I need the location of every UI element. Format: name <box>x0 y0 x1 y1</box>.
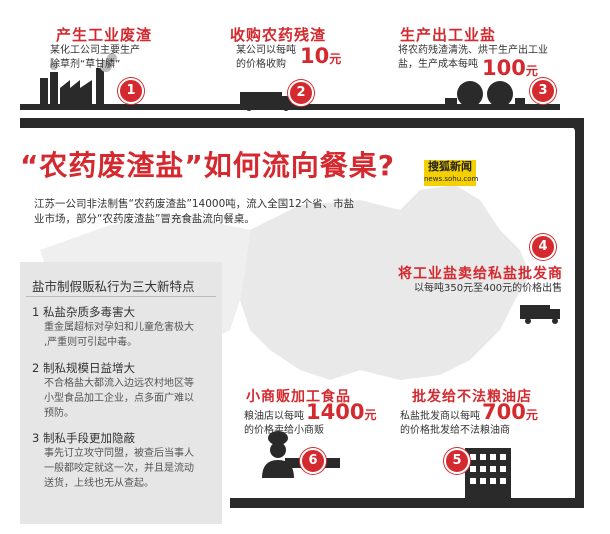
building-icon <box>465 448 511 498</box>
step1-desc-line1: 某化工公司主要生产 <box>50 45 140 56</box>
step5-desc: 私盐批发商以每吨 的价格批发给不法粮油商 <box>400 410 510 438</box>
factory-icon <box>40 68 104 106</box>
step1-title: 产生工业废渣 <box>56 26 153 44</box>
headline: “农药废渣盐”如何流向餐桌? <box>20 149 396 182</box>
sohu-logo-url: news.sohu.com <box>424 175 479 183</box>
step6-desc-line2: 的价格卖给小商贩 <box>244 425 324 436</box>
china-map-shape <box>240 185 530 380</box>
truck-icon <box>240 92 292 111</box>
step3-price-value: 100 <box>482 56 526 80</box>
tank-icon <box>445 81 525 108</box>
step2-price-value: 10 <box>300 44 330 68</box>
sidebar-item-1-line2: ,严重则可引起中毒。 <box>44 337 138 348</box>
sidebar-item-2-line3: 预防。 <box>44 408 74 419</box>
step3-desc-line2: 盐，生产成本每吨 <box>398 59 478 70</box>
step5-title: 批发给不法粮油店 <box>412 389 532 405</box>
sohu-logo: 搜狐新闻 news.sohu.com <box>424 160 479 186</box>
sidebar-item-2-text: 不合格盐大都流入边远农村地区等 小型食品加工企业，点多面广难以 预防。 <box>32 376 194 421</box>
step4-desc: 以每吨350元至400元的价格出售 <box>414 283 563 294</box>
step3-price: 100元 <box>482 56 538 80</box>
step3-price-unit: 元 <box>525 64 538 78</box>
step5-price-unit: 元 <box>525 408 538 422</box>
sidebar-item-2-line2: 小型食品加工企业，点多面广难以 <box>44 393 194 404</box>
step1-badge: 1 <box>118 78 144 104</box>
pipe-corner-top-right <box>570 118 584 132</box>
step6-title: 小商贩加工食品 <box>246 389 351 405</box>
sidebar-item-3-line2: 一般都咬定就这一次，并且是流动 <box>44 463 194 474</box>
sidebar-item-3-line1: 事先订立攻守同盟，被查后当事人 <box>44 448 194 459</box>
sohu-logo-name: 搜狐新闻 <box>428 160 472 173</box>
sidebar-item-3: 3 制私手段更加隐蔽 事先订立攻守同盟，被查后当事人 一般都咬定就这一次，并且是… <box>32 430 194 491</box>
step2-price: 10元 <box>300 44 341 68</box>
step2-title: 收购农药残渣 <box>230 26 327 44</box>
step3-badge: 3 <box>530 78 556 104</box>
step2-badge: 2 <box>288 80 314 106</box>
intro-line1: 江苏一公司非法制售“农药废渣盐”14000吨，流入全国12个省、市盐 <box>34 198 355 210</box>
step3-desc-line1: 将农药残渣清洗、烘干生产出工业 <box>398 45 548 56</box>
sidebar-title: 盐市制假贩私行为三大新特点 <box>32 279 195 294</box>
step5-badge: 5 <box>444 448 470 474</box>
step5-desc-line1: 私盐批发商以每吨 <box>400 411 480 422</box>
pipe-right <box>575 118 584 508</box>
sidebar-item-3-title: 3 制私手段更加隐蔽 <box>32 431 135 445</box>
sidebar-divider <box>26 296 216 297</box>
sidebar-item-3-line3: 送货，上线也无从查起。 <box>44 478 154 489</box>
truck-icon-step4 <box>520 305 560 324</box>
step6-price-value: 1400 <box>306 400 365 424</box>
pipe-bottom <box>230 498 584 508</box>
step4-badge: 4 <box>530 234 556 260</box>
step2-desc-line1: 某公司以每吨 <box>236 45 296 56</box>
step6-badge: 6 <box>300 448 326 474</box>
sidebar-item-2: 2 制私规模日益增大 不合格盐大都流入边远农村地区等 小型食品加工企业，点多面广… <box>32 360 194 421</box>
step2-desc: 某公司以每吨 的价格收购 <box>236 44 296 72</box>
step6-price-unit: 元 <box>364 408 377 422</box>
sidebar-item-1-line1: 重金属超标对孕妇和儿童危害极大 <box>44 322 194 333</box>
step4-title: 将工业盐卖给私盐批发商 <box>398 266 563 282</box>
step1-desc-line2: 除草剂“草甘膦” <box>50 59 121 70</box>
step5-price-value: 700 <box>482 400 526 424</box>
pipe-top <box>20 118 580 128</box>
intro-text: 江苏一公司非法制售“农药废渣盐”14000吨，流入全国12个省、市盐 业市场，部… <box>34 197 354 227</box>
step6-desc-line1: 粮油店以每吨 <box>244 411 304 422</box>
step1-desc: 某化工公司主要生产 除草剂“草甘膦” <box>50 44 140 72</box>
step2-price-unit: 元 <box>329 52 342 66</box>
step5-price: 700元 <box>482 400 538 424</box>
ground-top <box>20 104 560 110</box>
smoke-icon <box>50 53 117 72</box>
step3-title: 生产出工业盐 <box>400 26 497 44</box>
step5-desc-line2: 的价格批发给不法粮油商 <box>400 425 510 436</box>
intro-line2: 业市场，部分“农药废渣盐”冒充食盐流向餐桌。 <box>34 213 255 225</box>
step3-desc: 将农药残渣清洗、烘干生产出工业 盐，生产成本每吨 <box>398 44 548 72</box>
sidebar-item-1: 1 私盐杂质多毒害大 重金属超标对孕妇和儿童危害极大 ,严重则可引起中毒。 <box>32 304 194 350</box>
sidebar-item-2-title: 2 制私规模日益增大 <box>32 361 135 375</box>
sidebar-item-1-text: 重金属超标对孕妇和儿童危害极大 ,严重则可引起中毒。 <box>32 320 194 350</box>
sidebar-item-2-line1: 不合格盐大都流入边远农村地区等 <box>44 378 194 389</box>
chef-icon <box>262 431 294 478</box>
step6-desc: 粮油店以每吨 的价格卖给小商贩 <box>244 410 324 438</box>
sidebar-item-1-title: 1 私盐杂质多毒害大 <box>32 305 135 319</box>
sidebar-item-3-text: 事先订立攻守同盟，被查后当事人 一般都咬定就这一次，并且是流动 送货，上线也无从… <box>32 446 194 491</box>
step2-desc-line2: 的价格收购 <box>236 59 286 70</box>
step6-price: 1400元 <box>306 400 376 424</box>
sidebar-panel: 盐市制假贩私行为三大新特点 1 私盐杂质多毒害大 重金属超标对孕妇和儿童危害极大… <box>20 262 222 524</box>
